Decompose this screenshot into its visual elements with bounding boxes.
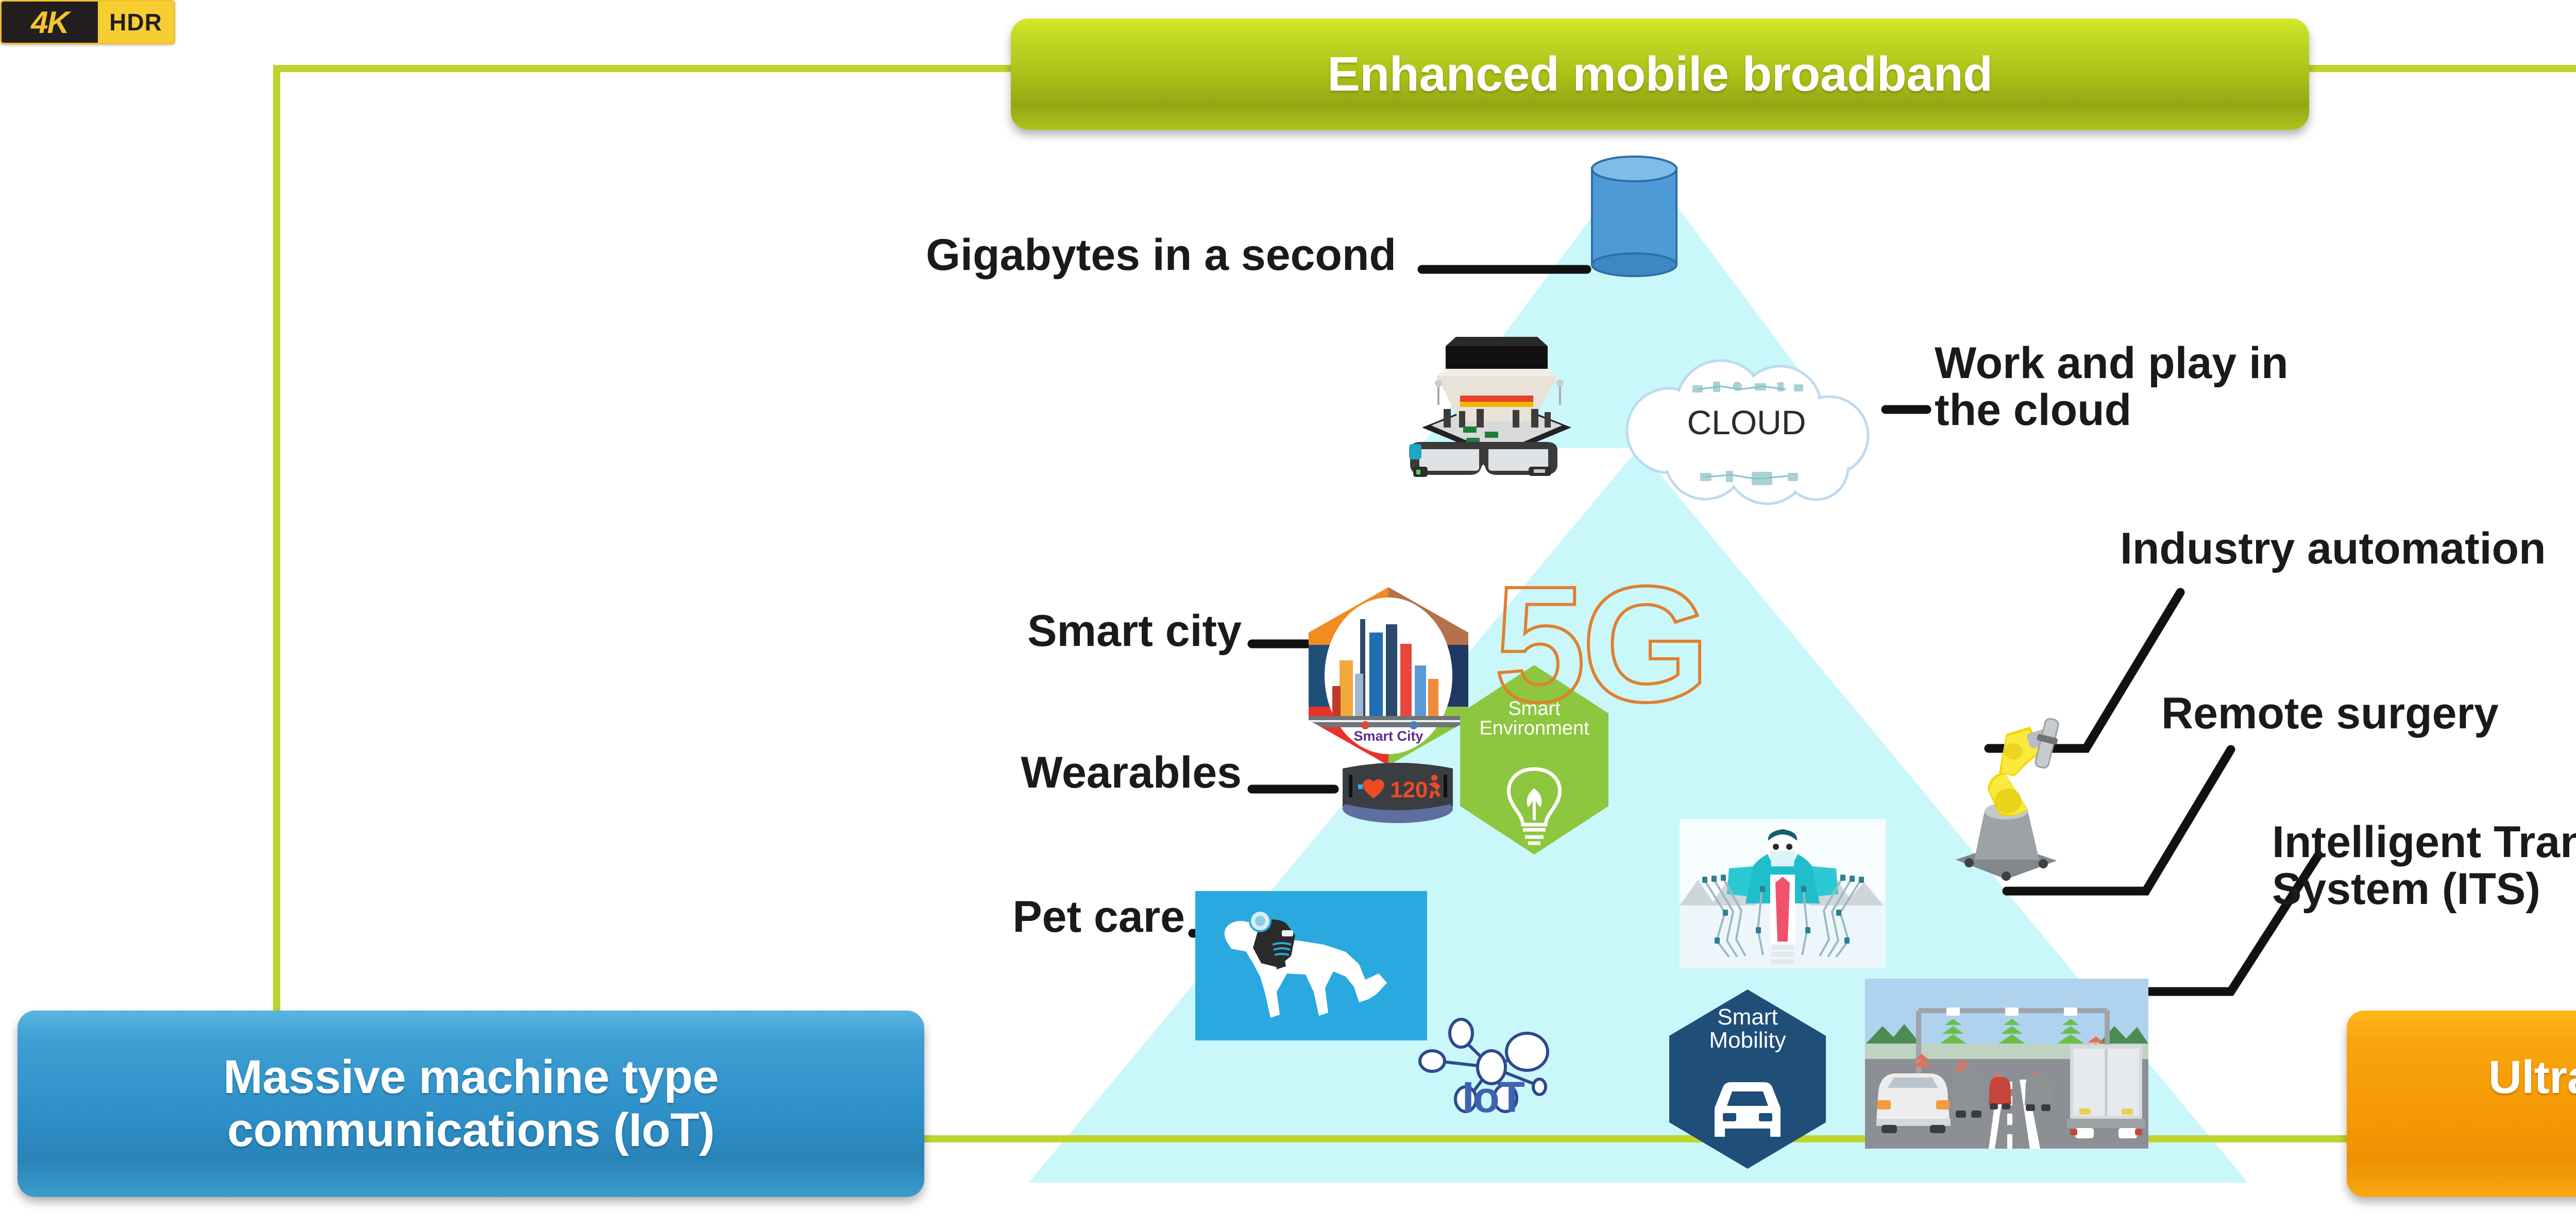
its-traffic-image [1865, 979, 2148, 1149]
smart-city-block-icon [1422, 337, 1571, 458]
callout-pet-care: Pet care [1012, 892, 1185, 942]
hex-smart-city-label: Smart City [1353, 728, 1423, 744]
callout-gigabytes-in-a-second: Gigabytes in a second [926, 230, 1396, 280]
wearable-band-icon: 120 [1343, 763, 1453, 823]
data-cylinder-icon [1591, 156, 1677, 277]
remote-surgery-image [1680, 819, 1886, 968]
pillar-enhanced-mobile-broadband[interactable]: Enhanced mobile broadband [1011, 19, 2309, 130]
smart-city-hexagon: Smart City [1309, 587, 1468, 765]
pet-care-image [1195, 891, 1427, 1040]
pillar-ultra-reliable-low-latency-communications[interactable]: Ultra-reliable and low latency communica… [2347, 1011, 2576, 1197]
callout-industry-automation: Industry automation [2120, 524, 2546, 573]
industrial-robot-arm-icon [1956, 717, 2059, 881]
callout-work-and-play-in-the-cloud: Work and play in the cloud [1935, 338, 2289, 435]
iot-label: IoT [1462, 1073, 1525, 1121]
callout-intelligent-transport-system: Intelligent Transport System (ITS) [2272, 817, 2576, 914]
badge-hdr-text: HDR [109, 9, 162, 36]
badge-4k-text: 4K [2, 2, 98, 43]
hex-smart-mobility-label: Smart Mobility [1709, 1006, 1786, 1053]
cloud-graphic: CLOUD [1602, 353, 1891, 508]
hex-smart-environment-label: Smart Environment [1479, 699, 1589, 739]
iot-network-icon: IoT [1401, 989, 1587, 1128]
callout-wearables: Wearables [1021, 748, 1242, 797]
logo-5g: 5G [1493, 552, 1711, 736]
callout-smart-city: Smart city [1027, 606, 1242, 656]
cloud-label: CLOUD [1687, 403, 1806, 441]
callout-remote-surgery: Remote surgery [2161, 689, 2499, 738]
band-heart-rate-value: 120 [1390, 777, 1428, 802]
smart-mobility-hexagon: Smart Mobility [1669, 989, 1826, 1169]
frame-line-left [273, 65, 280, 1142]
badge-4k-hdr: 4K HDR [0, 0, 175, 44]
pillar-massive-machine-type-communications[interactable]: Massive machine type communications (IoT… [18, 1011, 924, 1197]
smart-environment-hexagon: Smart Environment [1460, 665, 1608, 855]
ar-glasses-icon [1409, 442, 1557, 477]
